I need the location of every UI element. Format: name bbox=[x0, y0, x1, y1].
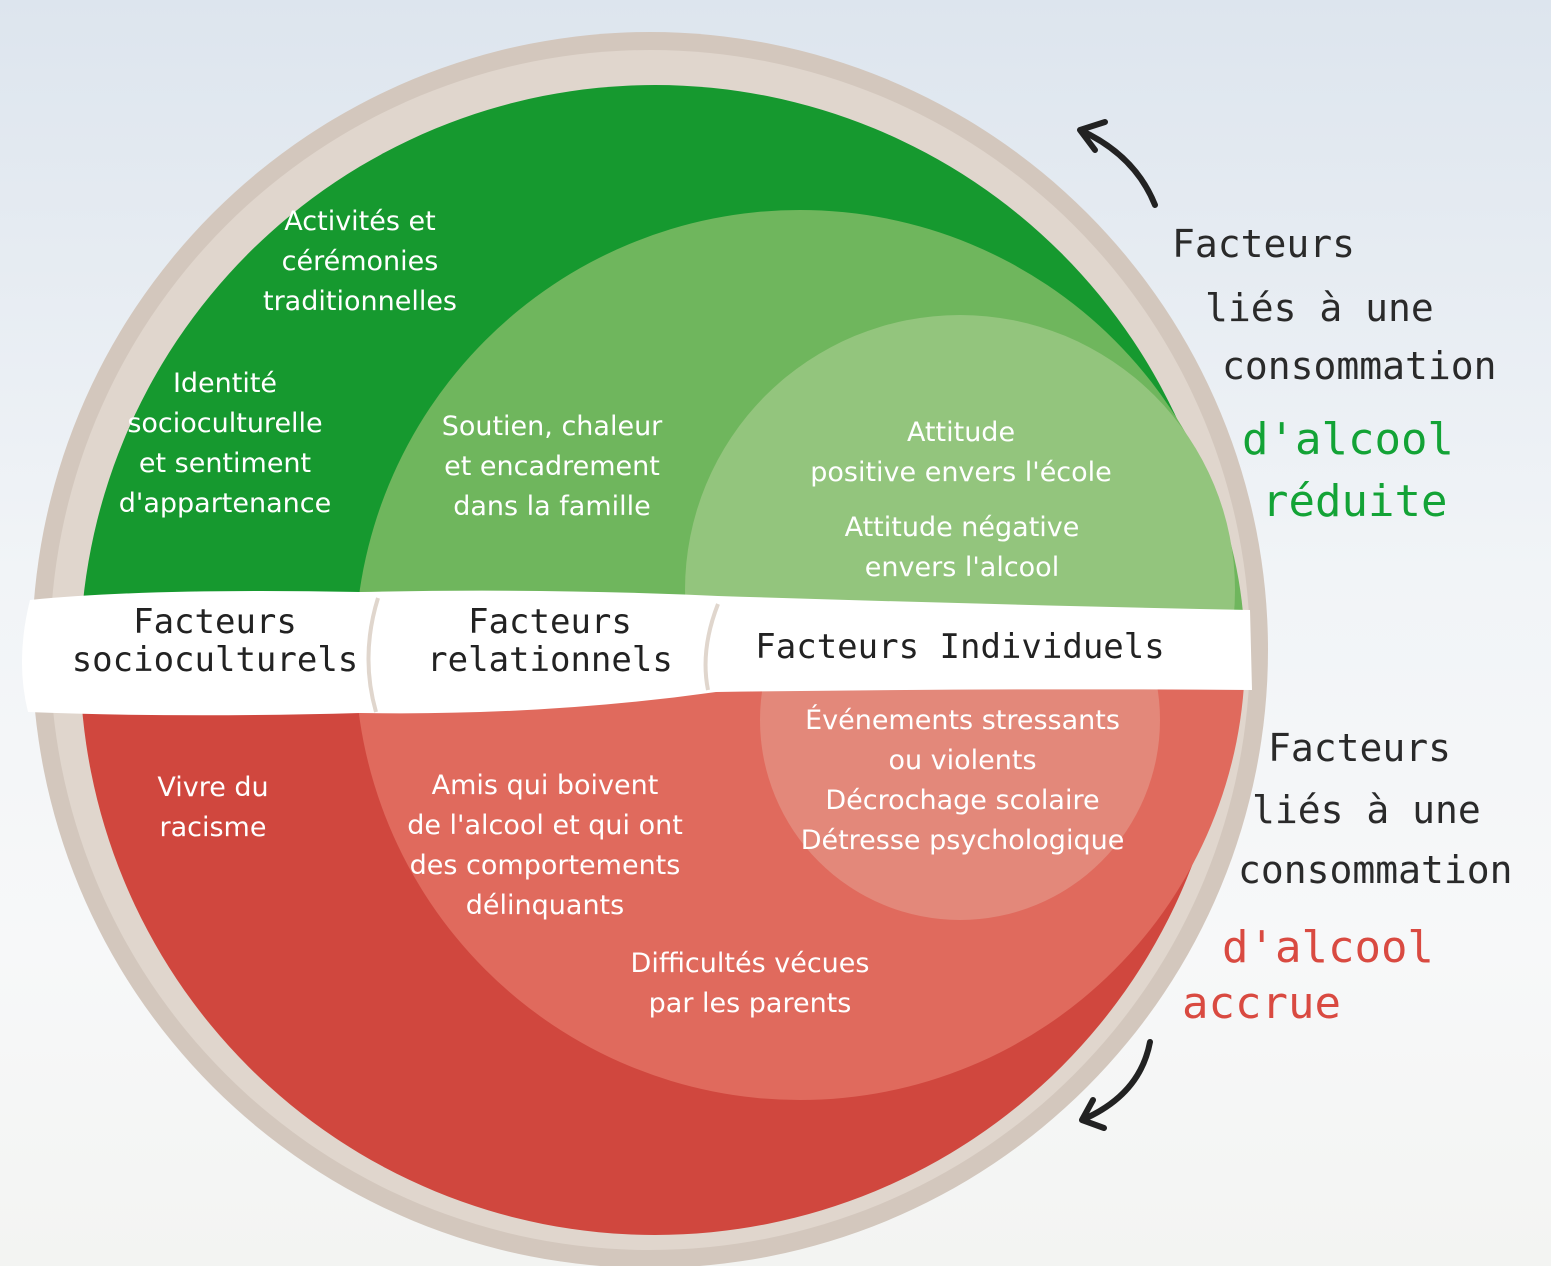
side-label-bottom-line5: accrue bbox=[1182, 978, 1341, 1029]
side-label-bottom-line4: d'alcool bbox=[1222, 922, 1434, 973]
label-line: de l'alcool et qui ont bbox=[407, 810, 683, 841]
band-label-individuels: Facteurs Individuels bbox=[755, 627, 1165, 667]
label-line: Attitude bbox=[906, 417, 1016, 448]
label-difficultes-parents: Difficultés vécues par les parents bbox=[610, 944, 890, 1024]
label-line: socioculturels bbox=[71, 640, 359, 680]
label-line: Identité bbox=[172, 368, 278, 399]
label-line: des comportements bbox=[409, 850, 681, 881]
label-attitude-ecole: Attitude positive envers l'école bbox=[800, 413, 1122, 493]
side-label-top-line1: Facteurs bbox=[1172, 222, 1356, 266]
label-line: Décrochage scolaire bbox=[825, 785, 1100, 816]
label-line: socioculturelle bbox=[127, 408, 323, 439]
curved-arrow-down-icon bbox=[1079, 1039, 1153, 1131]
label-line: Difficultés vécues bbox=[630, 948, 870, 979]
label-identite-socioculturelle: Identité socioculturelle et sentiment d'… bbox=[100, 364, 350, 524]
factors-band bbox=[21, 590, 1253, 716]
label-line: délinquants bbox=[465, 890, 625, 921]
label-line: et sentiment bbox=[138, 448, 312, 479]
label-line: Attitude négative bbox=[844, 512, 1080, 543]
label-vivre-racisme: Vivre du racisme bbox=[128, 768, 298, 848]
side-label-top-line4: d'alcool bbox=[1242, 414, 1454, 465]
label-attitude-alcool: Attitude négative envers l'alcool bbox=[822, 508, 1102, 588]
label-line: Événements stressants bbox=[805, 705, 1120, 736]
risk-half bbox=[80, 650, 1245, 1235]
label-line: ou violents bbox=[888, 745, 1037, 776]
side-label-top-line3: consommation bbox=[1222, 344, 1497, 388]
side-label-bottom-line2: liés à une bbox=[1252, 788, 1481, 832]
side-label-top-line5: réduite bbox=[1262, 476, 1448, 527]
label-line: Facteurs bbox=[468, 602, 632, 642]
label-amis-boivent: Amis qui boivent de l'alcool et qui ont … bbox=[380, 766, 710, 926]
label-line: Activités et bbox=[284, 206, 436, 237]
curved-arrow-up-icon bbox=[1077, 119, 1158, 208]
label-evenements-stressants: Événements stressants ou violents Décroc… bbox=[780, 701, 1145, 861]
side-label-bottom-line3: consommation bbox=[1238, 848, 1513, 892]
side-label-bottom-line1: Facteurs bbox=[1268, 726, 1452, 770]
band-label-socioculturels: Facteurs socioculturels bbox=[70, 603, 360, 679]
label-line: positive envers l'école bbox=[810, 457, 1112, 488]
label-line: racisme bbox=[159, 812, 267, 843]
label-line: et encadrement bbox=[444, 451, 660, 482]
inner-circle-individual-protective bbox=[685, 315, 1235, 650]
band-divider-left bbox=[366, 597, 380, 713]
label-soutien-famille: Soutien, chaleur et encadrement dans la … bbox=[412, 407, 692, 527]
band-label-relationnels: Facteurs relationnels bbox=[410, 603, 690, 679]
label-line: dans la famille bbox=[453, 491, 651, 522]
inner-circle-individual-risk bbox=[760, 650, 1160, 920]
side-label-top-line2: liés à une bbox=[1205, 286, 1434, 330]
label-line: d'appartenance bbox=[118, 488, 332, 519]
label-line: Détresse psychologique bbox=[800, 825, 1125, 856]
protective-half bbox=[80, 85, 1245, 650]
label-line: Facteurs bbox=[133, 602, 297, 642]
label-line: Amis qui boivent bbox=[431, 770, 659, 801]
label-line: cérémonies bbox=[281, 246, 439, 277]
label-line: traditionnelles bbox=[263, 286, 457, 317]
band-divider-right bbox=[703, 603, 720, 691]
label-line: par les parents bbox=[648, 988, 852, 1019]
label-line: Vivre du bbox=[157, 772, 269, 803]
label-activites-ceremonies: Activités et cérémonies traditionnelles bbox=[250, 202, 470, 322]
label-line: relationnels bbox=[427, 640, 673, 680]
label-line: Soutien, chaleur bbox=[441, 411, 663, 442]
label-line: envers l'alcool bbox=[864, 552, 1060, 583]
